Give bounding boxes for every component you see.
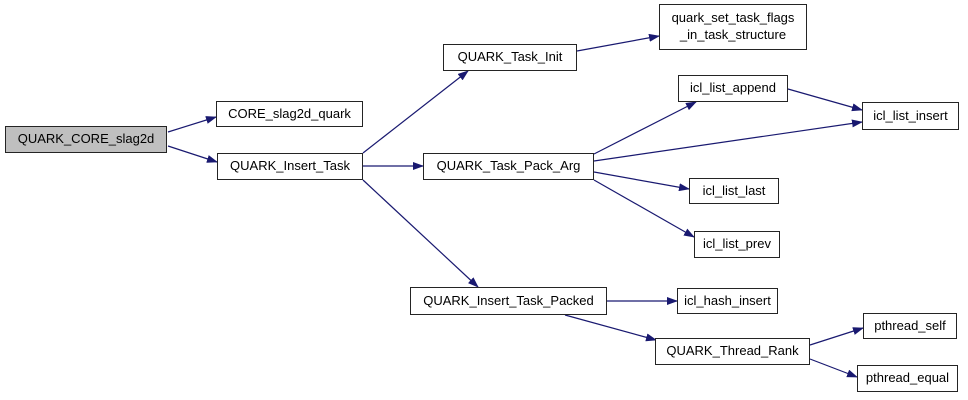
edge-QUARK_Task_Init-to-quark_set_task_flags_in_task_structure	[576, 33, 660, 52]
node-icl_list_prev[interactable]: icl_list_prev	[694, 231, 780, 258]
node-QUARK_Thread_Rank[interactable]: QUARK_Thread_Rank	[655, 338, 810, 365]
node-pthread_equal[interactable]: pthread_equal	[857, 365, 958, 392]
node-QUARK_Insert_Task_Packed[interactable]: QUARK_Insert_Task_Packed	[410, 287, 607, 315]
node-pthread_self[interactable]: pthread_self	[863, 313, 957, 339]
edge-QUARK_Task_Pack_Arg-to-icl_list_prev	[593, 179, 695, 238]
node-icl_list_append[interactable]: icl_list_append	[678, 75, 788, 102]
node-QUARK_CORE_slag2d: QUARK_CORE_slag2d	[5, 126, 167, 153]
edge-QUARK_Insert_Task_Packed-to-QUARK_Thread_Rank	[564, 314, 657, 342]
node-QUARK_Insert_Task[interactable]: QUARK_Insert_Task	[217, 153, 363, 180]
edge-QUARK_Thread_Rank-to-pthread_self	[809, 327, 864, 346]
node-icl_list_insert[interactable]: icl_list_insert	[862, 102, 959, 130]
edge-QUARK_Thread_Rank-to-pthread_equal	[809, 358, 858, 378]
node-icl_hash_insert[interactable]: icl_hash_insert	[677, 288, 778, 314]
edge-QUARK_Task_Pack_Arg-to-icl_list_last	[593, 171, 690, 192]
edge-QUARK_Insert_Task-to-QUARK_Insert_Task_Packed	[362, 179, 479, 288]
edge-QUARK_CORE_slag2d-to-QUARK_Insert_Task	[167, 145, 218, 163]
node-quark_set_task_flags_in_task_structure[interactable]: quark_set_task_flags _in_task_structure	[659, 4, 807, 50]
edge-QUARK_CORE_slag2d-to-CORE_slag2d_quark	[167, 116, 217, 133]
edge-QUARK_Task_Pack_Arg-to-icl_list_append	[593, 101, 697, 155]
edge-icl_list_append-to-icl_list_insert	[787, 88, 863, 112]
edge-QUARK_Task_Pack_Arg-to-icl_list_insert	[593, 119, 863, 162]
edge-QUARK_Insert_Task-to-QUARK_Task_Init	[362, 70, 469, 154]
node-QUARK_Task_Pack_Arg[interactable]: QUARK_Task_Pack_Arg	[423, 153, 594, 180]
node-icl_list_last[interactable]: icl_list_last	[689, 178, 779, 204]
node-CORE_slag2d_quark[interactable]: CORE_slag2d_quark	[216, 101, 363, 127]
node-QUARK_Task_Init[interactable]: QUARK_Task_Init	[443, 44, 577, 71]
